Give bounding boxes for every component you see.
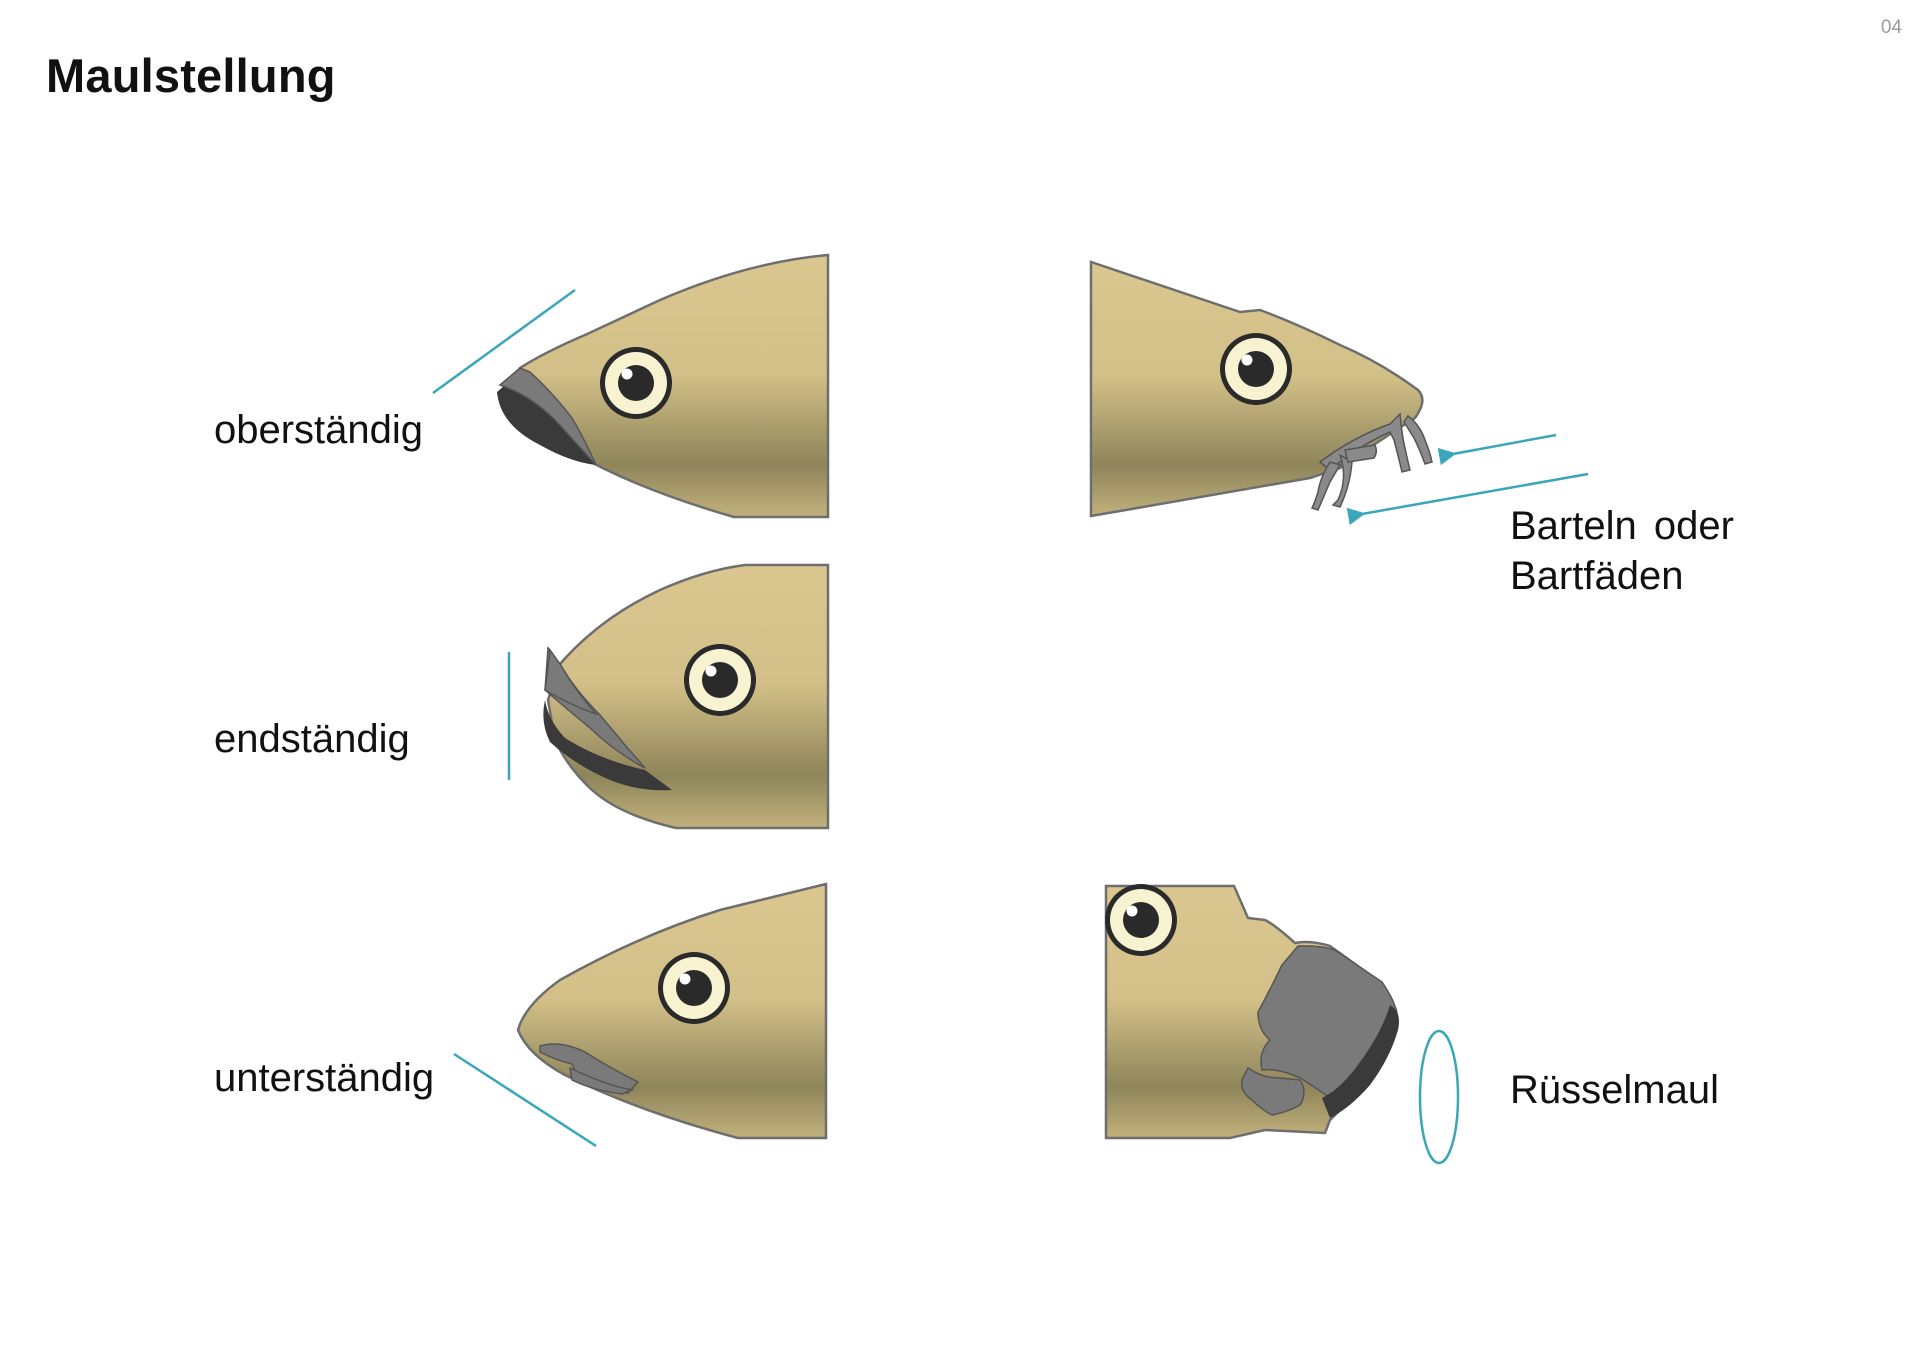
fish-head-ruesselmaul (1104, 884, 1399, 1140)
eye-icon (684, 644, 756, 716)
label-oberstaendig: oberständig (214, 408, 424, 452)
guide-line-unterstaendig (453, 1052, 597, 1148)
eye-icon (600, 347, 672, 419)
barbels (1310, 412, 1433, 511)
mouth-unterstaendig (539, 1043, 640, 1094)
eye-icon (1105, 884, 1177, 956)
arrow-left-icon (1437, 433, 1557, 466)
label-unterstaendig: unterständig (214, 1056, 435, 1100)
fish-head-barteln (1089, 260, 1433, 518)
fish-head-endstaendig (543, 563, 830, 830)
label-endstaendig: endständig (214, 717, 410, 761)
page-number: 04 (1880, 17, 1902, 38)
slide-title: Maulstellung (46, 49, 336, 102)
fish-head-oberstaendig (497, 253, 830, 519)
label-ruesselmaul: Rüsselmaul (1510, 1068, 1719, 1112)
guide-ellipse-ruesselmaul (1418, 1029, 1460, 1165)
fish-head-unterstaendig (516, 882, 828, 1140)
arrow-left-icon (1346, 472, 1589, 526)
eye-icon (1220, 333, 1292, 405)
label-barteln: Barteln oder Bartfäden (1510, 504, 1734, 598)
guide-line-oberstaendig (432, 288, 576, 395)
eye-icon (658, 952, 730, 1024)
